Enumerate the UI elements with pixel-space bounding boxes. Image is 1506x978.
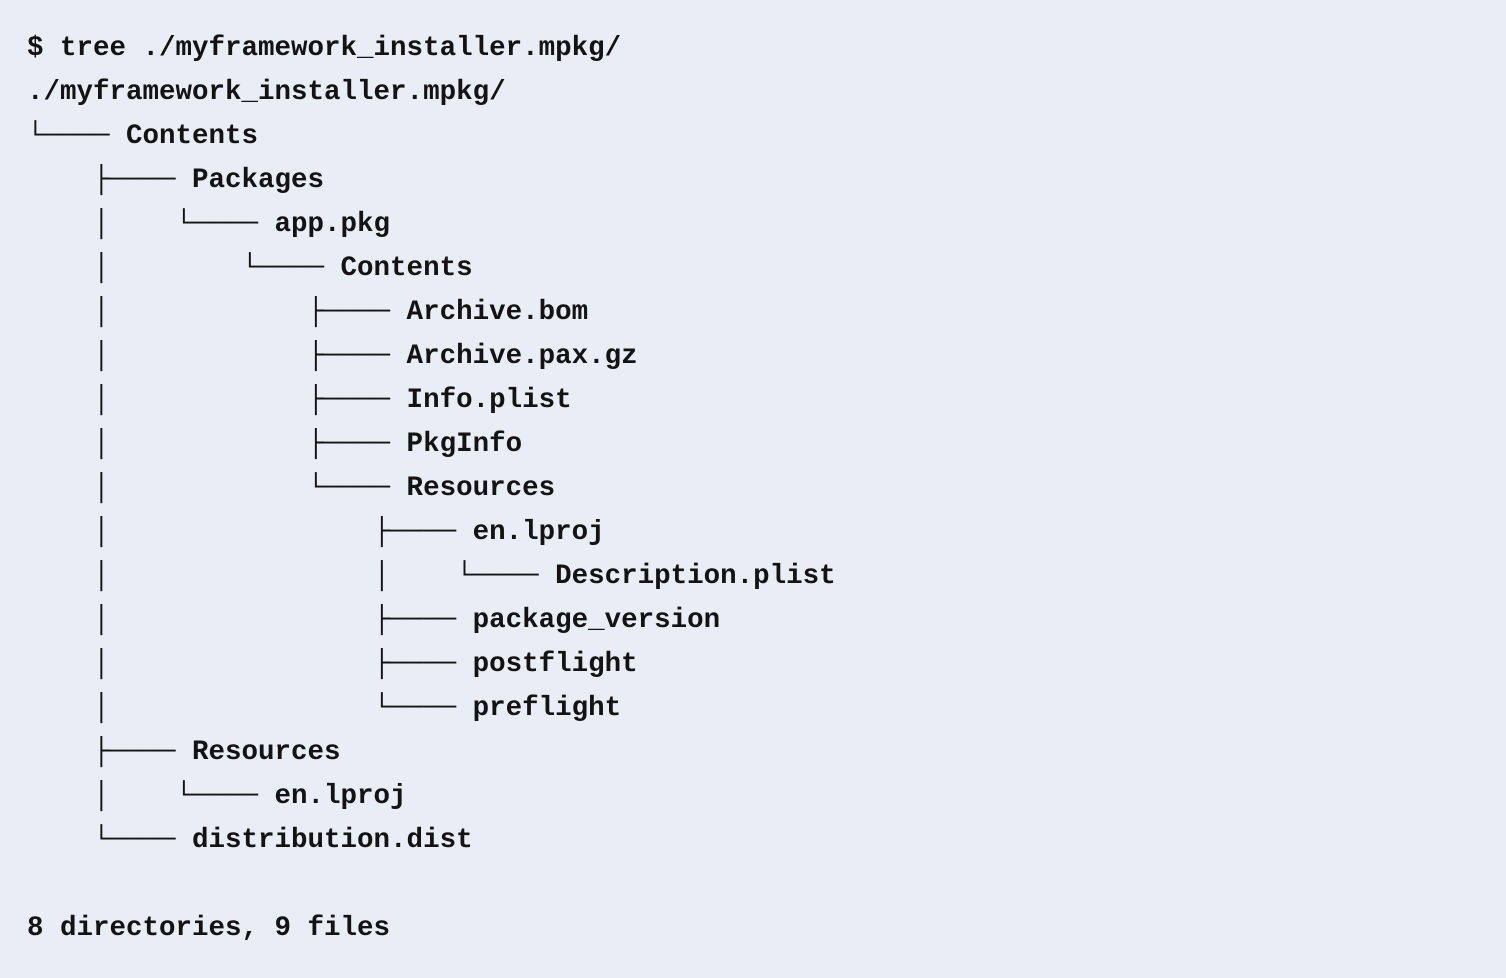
command-line: $ tree ./myframework_installer.mpkg/ xyxy=(27,33,622,64)
tree-line-packages: ├──── Packages xyxy=(27,165,325,196)
tree-line-preflight: │ └──── preflight xyxy=(27,693,622,724)
tree-line-en-lproj-2: │ └──── en.lproj xyxy=(27,781,407,812)
tree-line-postflight: │ ├──── postflight xyxy=(27,649,638,680)
tree-line-archive-pax-gz: │ ├──── Archive.pax.gz xyxy=(27,341,638,372)
tree-line-app-contents: │ └──── Contents xyxy=(27,253,473,284)
tree-line-resources: │ └──── Resources xyxy=(27,473,556,504)
tree-line-info-plist: │ ├──── Info.plist xyxy=(27,385,572,416)
tree-line-contents: └──── Contents xyxy=(27,121,259,152)
tree-line-pkginfo: │ ├──── PkgInfo xyxy=(27,429,523,460)
tree-line-en-lproj: │ ├──── en.lproj xyxy=(27,517,605,548)
blank-line xyxy=(27,863,1496,907)
tree-line-resources-2: ├──── Resources xyxy=(27,737,341,768)
tree-line-distribution-dist: └──── distribution.dist xyxy=(27,825,473,856)
tree-line-app-pkg: │ └──── app.pkg xyxy=(27,209,391,240)
tree-line-description-plist: │ │ └──── Description.plist xyxy=(27,561,836,592)
summary-line: 8 directories, 9 files xyxy=(27,913,391,944)
tree-line-archive-bom: │ ├──── Archive.bom xyxy=(27,297,589,328)
tree-line-package-version: │ ├──── package_version xyxy=(27,605,721,636)
root-path-line: ./myframework_installer.mpkg/ xyxy=(27,77,506,108)
